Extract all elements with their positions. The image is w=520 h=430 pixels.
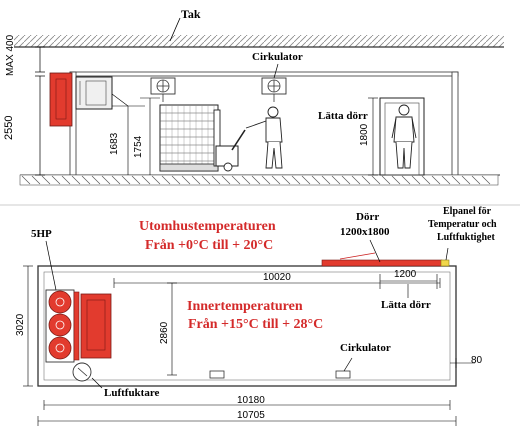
door-size-label: 1200x1800 — [340, 226, 390, 238]
light-door-label-side: Lätta dörr — [318, 110, 368, 122]
door-label: Dörr — [356, 211, 380, 223]
circulator-plan-2 — [335, 370, 351, 379]
plan-view — [23, 239, 475, 426]
roof-slab — [14, 35, 504, 47]
person-figure — [391, 104, 417, 169]
door-plan — [321, 252, 443, 267]
dim-1800: 1800 — [359, 123, 370, 146]
electrical-panel — [440, 259, 450, 267]
dim-80: 80 — [471, 355, 483, 366]
5hp-leader — [45, 240, 57, 291]
roof-leader — [169, 17, 181, 42]
circulator-plan-1 — [209, 370, 225, 379]
circulator-leader-side — [273, 63, 279, 79]
dim-2550: 2550 — [3, 115, 15, 140]
humidifier — [72, 362, 92, 382]
dim-2860: 2860 — [159, 321, 170, 344]
circulator-label-plan: Cirkulator — [340, 342, 391, 354]
panel-label-1: Elpanel för — [443, 206, 492, 217]
cooling-unit-side — [49, 72, 113, 127]
outdoor-temp-range: Från +0°C till + 20°C — [145, 238, 274, 253]
right-wall — [451, 71, 459, 176]
circulator-label-side: Cirkulator — [252, 51, 303, 63]
ground-hatch — [21, 175, 491, 185]
operator-figure — [245, 106, 283, 169]
pallet-jack — [213, 109, 246, 172]
panel-label-2: Temperatur och — [428, 219, 497, 230]
indoor-temp-title: Innertemperaturen — [187, 299, 303, 314]
pallet-stack — [159, 104, 219, 172]
dim-max-400: MAX 400 — [5, 34, 16, 76]
dim-1683: 1683 — [109, 132, 120, 155]
roof-label: Tak — [181, 7, 201, 21]
5hp-label: 5HP — [31, 228, 52, 240]
condensing-unit-5hp — [45, 289, 112, 363]
humidifier-label: Luftfuktare — [104, 387, 160, 399]
panel-label-3: Luftfuktighet — [437, 232, 495, 243]
dim-10020: 10020 — [263, 272, 291, 283]
dim-10180: 10180 — [237, 395, 265, 406]
dim-10705: 10705 — [237, 410, 265, 421]
indoor-temp-range: Från +15°C till + 28°C — [188, 317, 324, 332]
light-door-label-plan: Lätta dörr — [381, 299, 431, 311]
dim-3020: 3020 — [15, 313, 26, 336]
dim-1200: 1200 — [394, 269, 417, 280]
side-elevation — [14, 17, 504, 186]
dim-1754: 1754 — [133, 135, 144, 158]
circulator-fan-1 — [150, 77, 176, 102]
circulator-fan-2 — [261, 77, 287, 102]
outdoor-temp-title: Utomhustemperaturen — [139, 219, 276, 234]
